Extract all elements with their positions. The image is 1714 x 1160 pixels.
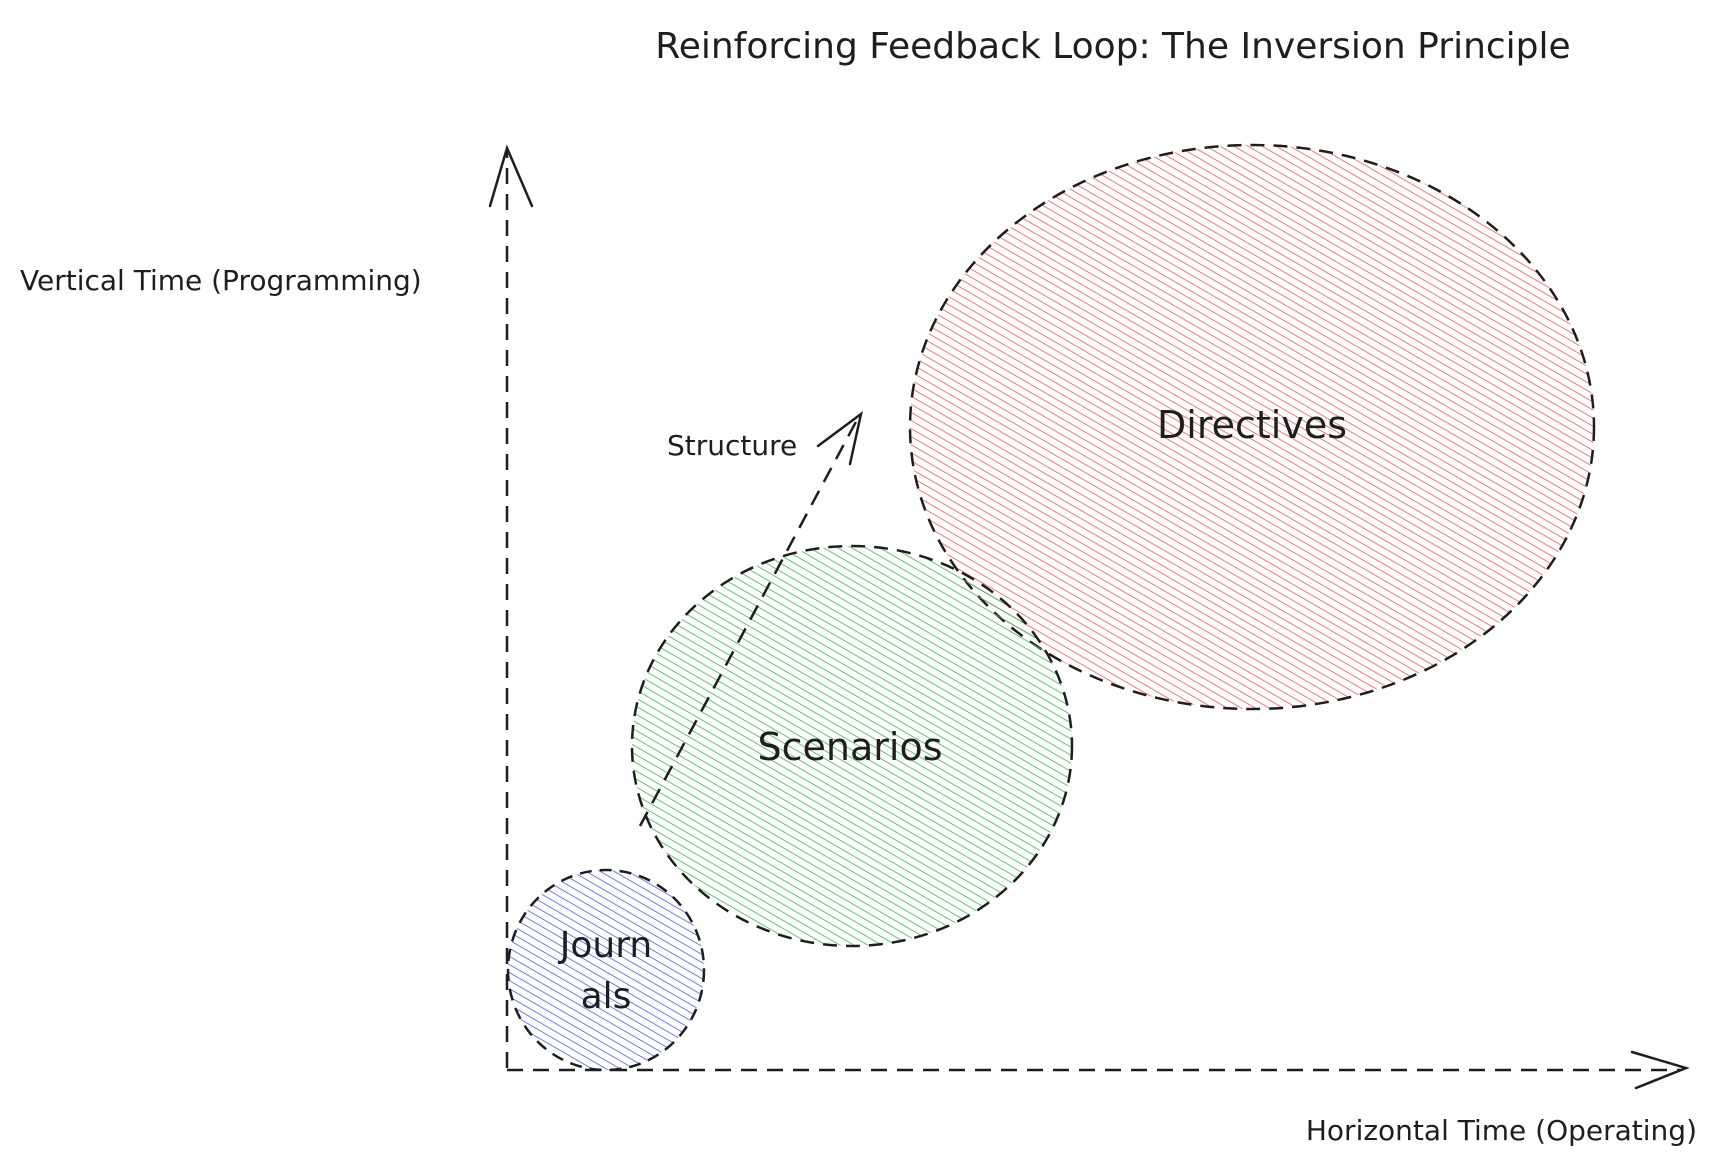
horizontal-axis xyxy=(507,1050,1690,1090)
scenarios-label: Scenarios xyxy=(758,725,943,769)
diagram-title: Reinforcing Feedback Loop: The Inversion… xyxy=(655,26,1570,67)
structure-arrow xyxy=(638,410,863,827)
structure-label: Structure xyxy=(667,429,797,462)
directives-node: Directives xyxy=(908,143,1596,711)
directives-label: Directives xyxy=(1157,403,1347,447)
vertical-axis-label: Vertical Time (Programming) xyxy=(20,264,422,297)
vertical-axis xyxy=(488,144,534,1068)
journals-node: Journ als xyxy=(506,868,706,1072)
scenarios-node: Scenarios xyxy=(630,544,1074,948)
journals-label-line1: Journ xyxy=(558,925,652,966)
journals-label-line2: als xyxy=(581,976,632,1017)
horizontal-axis-label: Horizontal Time (Operating) xyxy=(1306,1114,1697,1147)
